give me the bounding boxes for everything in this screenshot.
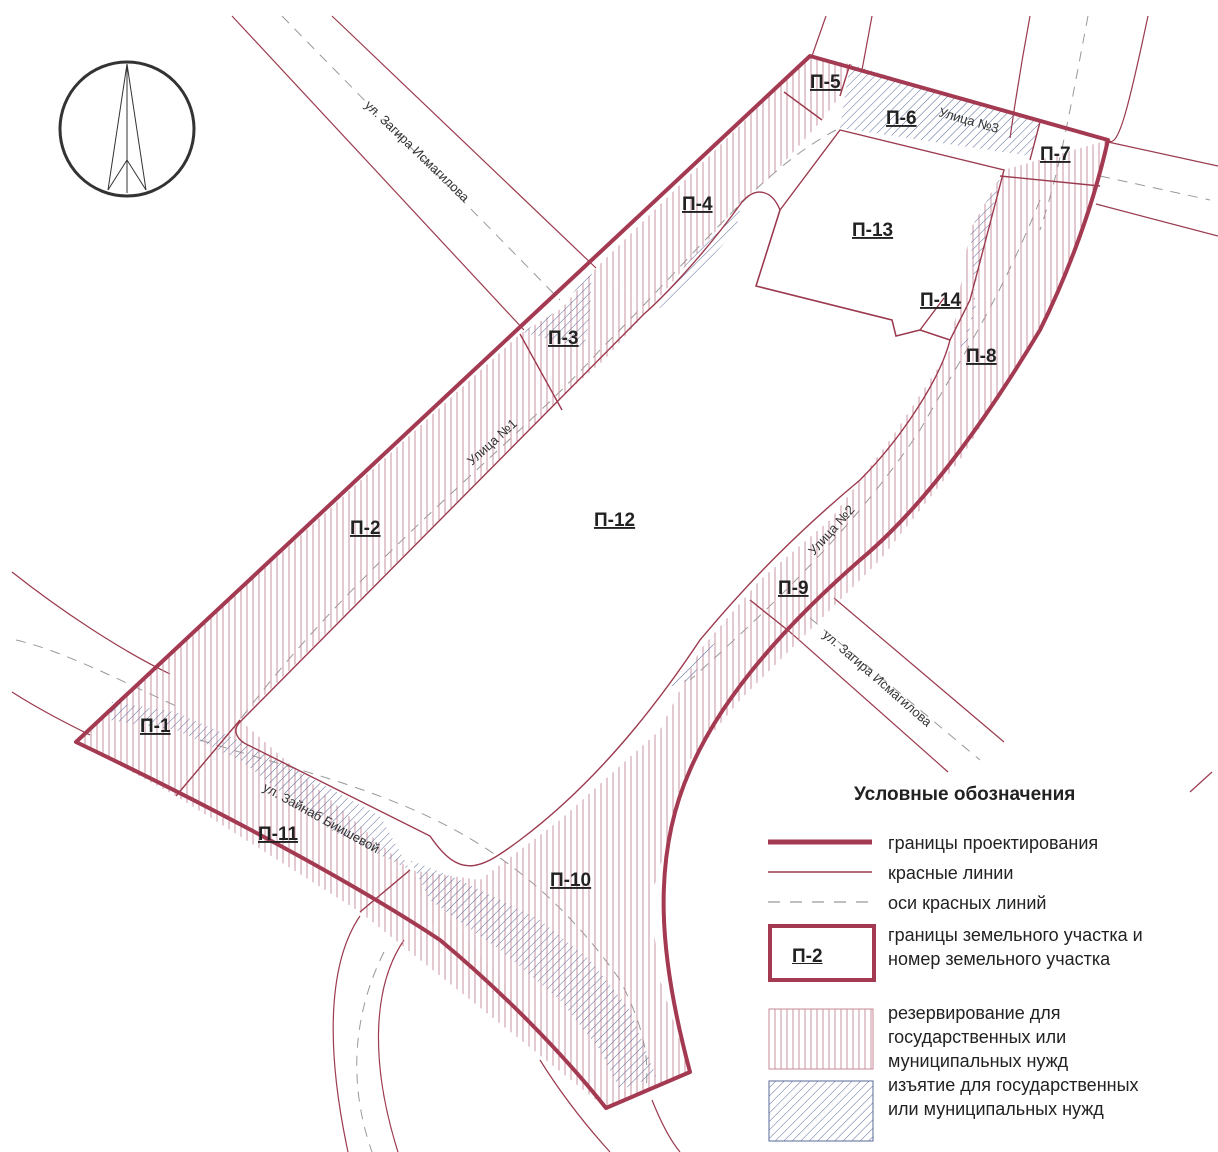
legend-text-reservation-3: муниципальных нужд — [888, 1051, 1069, 1071]
red-lines — [11, 15, 1218, 1152]
parcel-lines — [175, 63, 1101, 913]
plot-label-p14: П-14 — [920, 290, 962, 311]
red-lines-symbol — [768, 871, 872, 873]
street-label-zagira-bottom: ул. Загира Исмагилова — [820, 627, 935, 730]
plot-label-p3: П-3 — [548, 328, 579, 349]
legend-text-reservation-1: резервирование для — [888, 1003, 1061, 1023]
plot-label-p8: П-8 — [966, 346, 997, 367]
legend-text-axes: оси красных линий — [888, 893, 1047, 913]
plot-label-p12: П-12 — [594, 510, 635, 531]
plot-label-p13: П-13 — [852, 220, 893, 241]
plot-label-p10: П-10 — [550, 870, 591, 891]
design-boundary — [74, 54, 1110, 1110]
axes-symbol — [768, 901, 872, 903]
north-arrow-icon — [58, 60, 196, 198]
legend-text-design-boundary: границы проектирования — [888, 833, 1099, 853]
legend-plot-symbol-label: П-2 — [792, 946, 823, 967]
legend-text-seizure-2: или муниципальных нужд — [888, 1099, 1104, 1119]
plot-label-p1: П-1 — [140, 716, 171, 737]
legend-text-plot-boundary-2: номер земельного участка — [888, 949, 1111, 969]
plot-label-p2: П-2 — [350, 518, 381, 539]
street-label-zagira-top: ул. Загира Исмагилова — [362, 97, 473, 205]
legend-text-seizure-1: изъятие для государственных — [888, 1075, 1139, 1095]
plot-label-p5: П-5 — [810, 72, 841, 93]
plot-labels: П-1 П-2 П-3 П-4 П-5 П-6 П-7 П-8 П-9 П-10… — [140, 72, 1071, 891]
legend-title: Условные обозначения — [854, 784, 1076, 805]
design-boundary-symbol — [768, 839, 872, 845]
legend-text-red-lines: красные линии — [888, 863, 1014, 883]
plot-label-p4: П-4 — [682, 194, 713, 215]
plot-label-p7: П-7 — [1040, 144, 1071, 165]
seizure-symbol — [768, 1080, 874, 1142]
seizure-zones — [110, 64, 1040, 1090]
legend-text-plot-boundary-1: границы земельного участка и — [888, 925, 1143, 945]
plot-label-p9: П-9 — [778, 578, 809, 599]
plot-label-p11: П-11 — [258, 824, 299, 845]
reservation-symbol — [768, 1008, 874, 1070]
plot-boundary-symbol — [768, 924, 876, 982]
plot-label-p6: П-6 — [886, 108, 917, 129]
legend-text-reservation-2: государственных или — [888, 1027, 1067, 1047]
